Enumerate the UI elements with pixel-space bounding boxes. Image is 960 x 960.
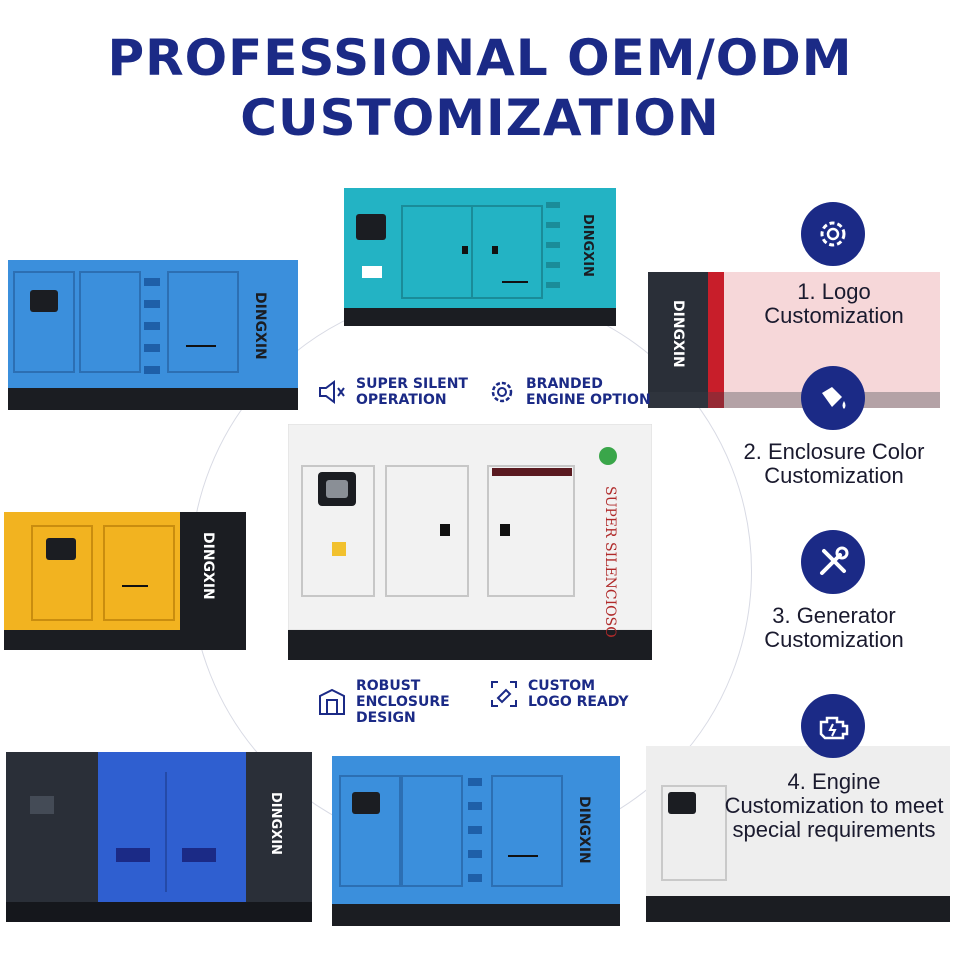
generator-white-right xyxy=(646,746,950,922)
step-4-label: 4. Engine Customization to meet special … xyxy=(724,769,944,842)
speaker-mute-icon xyxy=(319,380,345,404)
center-brand-text: SUPER SILENCIOSO xyxy=(602,486,618,638)
feature-super-silent: SUPER SILENT OPERATION xyxy=(316,376,468,408)
brand-text: DINGXIN xyxy=(670,300,686,368)
feature-custom-logo: CUSTOM LOGO READY xyxy=(488,678,629,710)
feature-silent-label: SUPER SILENT OPERATION xyxy=(356,376,468,408)
title-line-2: CUSTOMIZATION xyxy=(240,89,720,147)
engine-icon xyxy=(819,716,849,740)
feature-branded-label: BRANDED ENGINE OPTION xyxy=(526,376,651,408)
generator-blue-left: DINGXIN xyxy=(8,260,298,410)
generator-center-white: SUPER SILENCIOSO xyxy=(288,424,652,660)
generator-royal-blue: DINGXIN xyxy=(6,752,312,922)
generator-blue-bottom: DINGXIN xyxy=(332,756,620,926)
tools-icon xyxy=(820,546,849,575)
feature-logo-label: CUSTOM LOGO READY xyxy=(528,678,629,710)
title-line-1: PROFESSIONAL OEM/ODM xyxy=(107,29,853,87)
brand-text: DINGXIN xyxy=(252,292,268,360)
brand-text: DINGXIN xyxy=(576,796,592,864)
paint-bucket-icon xyxy=(822,387,846,409)
gear-icon xyxy=(820,221,846,247)
feature-robust-label: ROBUST ENCLOSURE DESIGN xyxy=(356,678,450,726)
generator-yellow: DINGXIN xyxy=(4,512,246,650)
step-4-badge xyxy=(801,694,865,758)
step-1-badge xyxy=(801,202,865,266)
brand-text: DINGXIN xyxy=(580,214,595,277)
enclosure-icon xyxy=(319,688,345,715)
step-2-badge xyxy=(801,366,865,430)
generator-red: DINGXIN xyxy=(648,272,940,408)
feature-robust-enclosure: ROBUST ENCLOSURE DESIGN xyxy=(316,678,450,726)
step-3-label: 3. Generator Customization xyxy=(764,603,904,652)
step-3-badge xyxy=(801,530,865,594)
generator-teal: DINGXIN xyxy=(344,188,616,326)
step-2-label: 2. Enclosure Color Customization xyxy=(743,439,925,488)
tag-icon xyxy=(491,681,517,707)
step-1-label: 1. Logo Customization xyxy=(764,279,904,328)
brand-text: DINGXIN xyxy=(268,792,283,855)
feature-branded-engine: BRANDED ENGINE OPTION xyxy=(486,376,651,408)
brand-text: DINGXIN xyxy=(200,532,216,600)
gear-icon xyxy=(491,381,513,403)
page-title: PROFESSIONAL OEM/ODM CUSTOMIZATION xyxy=(0,28,960,148)
